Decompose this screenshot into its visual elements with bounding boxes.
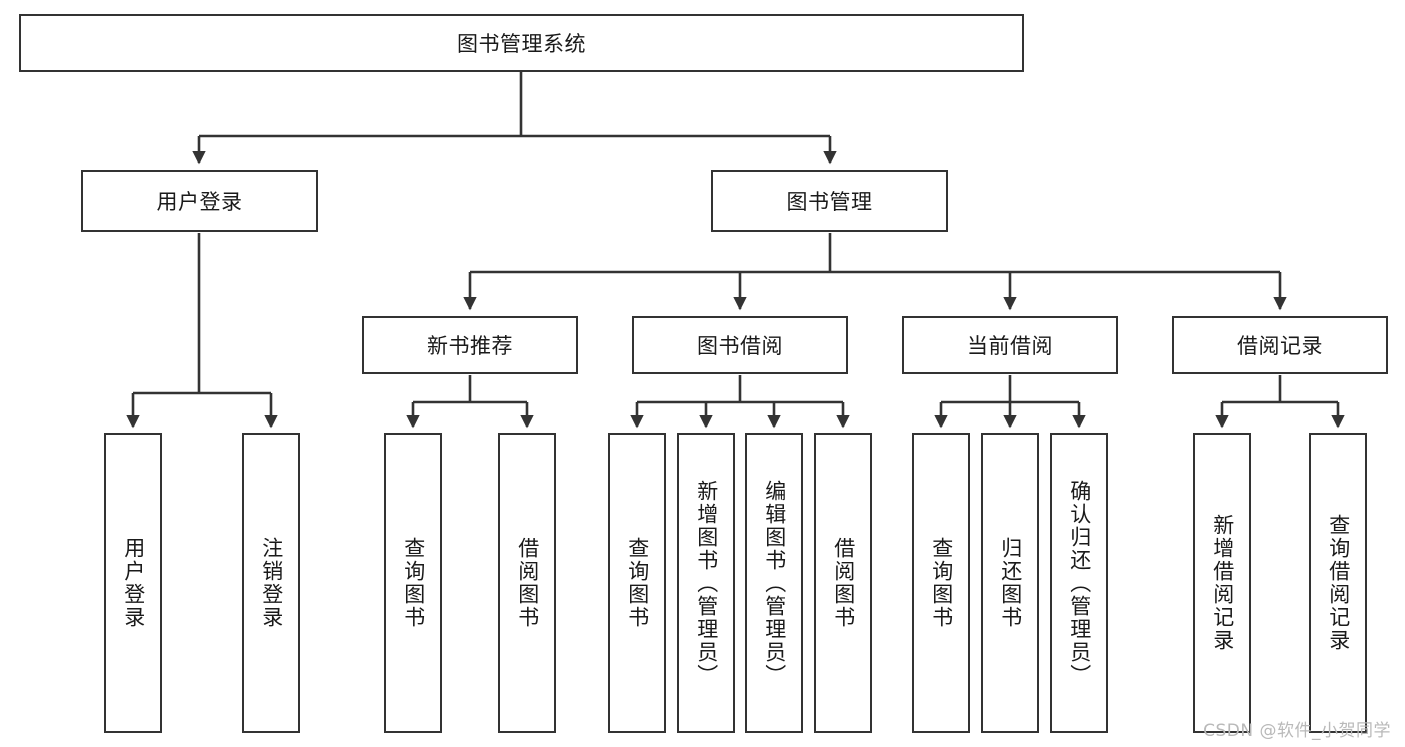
leaf-label: 查询图书 <box>929 537 954 629</box>
leaf-book-borrow-add[interactable]: 新增图书（管理员） <box>677 433 735 733</box>
leaf-user-login-login[interactable]: 用户登录 <box>104 433 162 733</box>
node-book-borrow[interactable]: 图书借阅 <box>632 316 848 374</box>
leaf-borrow-record-add[interactable]: 新增借阅记录 <box>1193 433 1251 733</box>
leaf-label: 归还图书 <box>998 537 1023 629</box>
leaf-borrow-record-query[interactable]: 查询借阅记录 <box>1309 433 1367 733</box>
node-new-book-recommend[interactable]: 新书推荐 <box>362 316 578 374</box>
leaf-label: 用户登录 <box>121 537 146 629</box>
node-current-borrow[interactable]: 当前借阅 <box>902 316 1118 374</box>
leaf-label: 借阅图书 <box>515 537 540 629</box>
node-root-system[interactable]: 图书管理系统 <box>19 14 1024 72</box>
leaf-label: 查询图书 <box>625 537 650 629</box>
node-book-management[interactable]: 图书管理 <box>711 170 948 232</box>
leaf-label: 编辑图书（管理员） <box>762 479 787 687</box>
leaf-current-borrow-return[interactable]: 归还图书 <box>981 433 1039 733</box>
leaf-current-borrow-query[interactable]: 查询图书 <box>912 433 970 733</box>
watermark: CSDN @软件_小贺同学 <box>1203 721 1391 741</box>
leaf-label: 新增借阅记录 <box>1210 514 1235 652</box>
leaf-new-book-borrow[interactable]: 借阅图书 <box>498 433 556 733</box>
leaf-book-borrow-query[interactable]: 查询图书 <box>608 433 666 733</box>
leaf-label: 新增图书（管理员） <box>694 479 719 687</box>
leaf-label: 注销登录 <box>259 537 284 629</box>
leaf-current-borrow-confirm[interactable]: 确认归还（管理员） <box>1050 433 1108 733</box>
leaf-label: 借阅图书 <box>831 537 856 629</box>
leaf-label: 查询图书 <box>401 537 426 629</box>
node-borrow-record[interactable]: 借阅记录 <box>1172 316 1388 374</box>
leaf-new-book-query[interactable]: 查询图书 <box>384 433 442 733</box>
leaf-label: 查询借阅记录 <box>1326 514 1351 652</box>
leaf-label: 确认归还（管理员） <box>1067 479 1092 687</box>
node-user-login[interactable]: 用户登录 <box>81 170 318 232</box>
leaf-book-borrow-borrow[interactable]: 借阅图书 <box>814 433 872 733</box>
leaf-user-login-logout[interactable]: 注销登录 <box>242 433 300 733</box>
leaf-book-borrow-edit[interactable]: 编辑图书（管理员） <box>745 433 803 733</box>
